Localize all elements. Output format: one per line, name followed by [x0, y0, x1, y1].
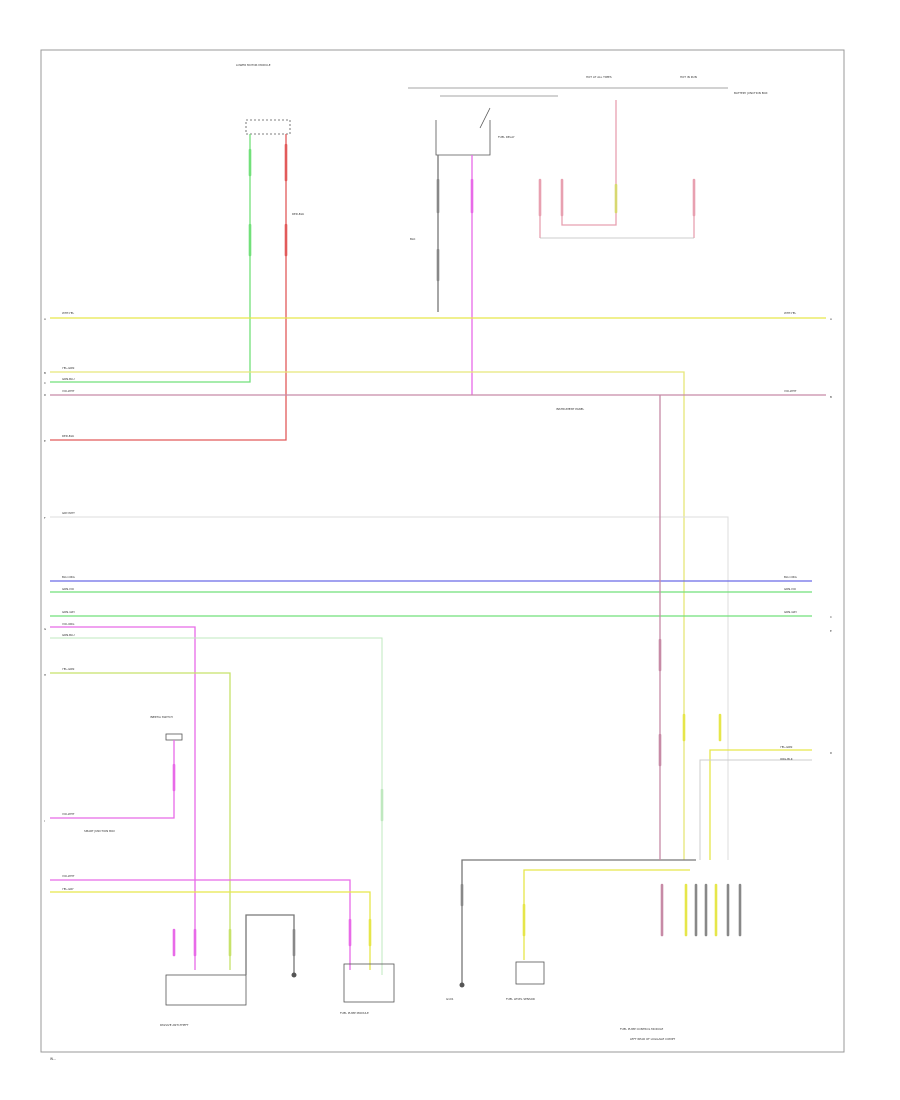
label-yel-grn-right: YEL-GRN [780, 745, 792, 749]
ground-symbol-g101 [459, 982, 465, 988]
wire-gray-g101 [461, 859, 696, 985]
hot-in-run-label: HOT IN RUN [680, 75, 697, 79]
ground-symbol-bl [291, 972, 297, 978]
label-grn-gry: GRN-GRY [62, 610, 75, 614]
hot-at-all-times-label: HOT AT ALL TIMES [586, 75, 612, 79]
wire-yellow-bottom [50, 891, 371, 970]
label-wht-yel-right: WHT-YEL [784, 311, 796, 315]
fuel-relay: FUEL RELAY [408, 87, 728, 156]
label-wht-yel-left: WHT-YEL [62, 311, 74, 315]
label-yel-grn: YEL-GRN [62, 366, 74, 370]
label-grn-gry-right: GRN-GRY [784, 610, 797, 614]
label-vio-wht: VIO-WHT [62, 389, 75, 393]
label-vio-wht-2: VIO-WHT [62, 812, 75, 816]
wire-yellow-sensor [523, 869, 690, 960]
wire-yellowgreen-bus [50, 371, 685, 860]
marker-left-a: A [44, 317, 46, 321]
marker-left-h: H [44, 673, 46, 677]
marker-left-e: E [44, 439, 46, 443]
passive-anti-theft-label: PASSIVE ANTI-THEFT [160, 1023, 189, 1027]
fuel-relay-label: FUEL RELAY [498, 135, 515, 139]
wire-lightgray-bus [50, 516, 729, 860]
marker-left-b: B [44, 371, 46, 375]
fuel-level-sensor-label: FUEL LEVEL SENSOR [506, 997, 535, 1001]
diagram-border [40, 49, 845, 1053]
label-vio-org: VIO-ORG [62, 622, 74, 626]
marker-left-f: F [44, 516, 46, 520]
fuel-pump-module-label: FUEL PUMP MODULE [340, 1011, 369, 1015]
battery-junction-box-label: BATTERY JUNCTION BOX [734, 91, 768, 95]
top-left-module: LOWER MOTOR MODULE [236, 63, 291, 135]
label-vio-wht-right: VIO-WHT [784, 389, 797, 393]
label-blu-org: BLU-ORG [62, 575, 75, 579]
marker-left-d: D [44, 393, 46, 397]
label-yel-grn-2: YEL-GRN [62, 667, 74, 671]
inertia-switch: INERTIA SWITCH [150, 715, 183, 741]
wire-gray-right-stub [699, 759, 812, 860]
marker-right-d: D [830, 751, 832, 755]
fuel-pump-control-module-label: FUEL PUMP CONTROL MODULE [620, 1027, 664, 1031]
wire-magenta-inertia [50, 740, 175, 819]
top-left-module-label: LOWER MOTOR MODULE [236, 63, 271, 67]
wire-magenta-left-down [50, 626, 196, 970]
label-blk-relay: BLK [410, 237, 415, 241]
fuel-level-sensor-box [515, 961, 545, 985]
label-vio-wht-3: VIO-WHT [62, 874, 75, 878]
fpcm-connector-pins [660, 883, 742, 937]
marker-left-c: C [44, 381, 46, 385]
label-red-blk: RED-BLK [292, 212, 304, 216]
inertia-switch-label: INERTIA SWITCH [150, 715, 173, 719]
page-code: W... [50, 1057, 56, 1061]
wire-yellowgreen-left-down [50, 672, 231, 970]
left-rear-luggage-label: LEFT REAR OF LUGGAGE COMPT [630, 1037, 675, 1041]
marker-right-b: B [830, 395, 832, 399]
label-grn-vio-right: GRN-VIO [784, 587, 797, 591]
label-grn-blu: GRN-BLU [62, 377, 75, 381]
label-grn-blu-2: GRN-BLU [62, 633, 75, 637]
fuel-pump-module: FUEL PUMP MODULE [340, 963, 395, 1015]
label-gry-wht: GRY-WHT [62, 511, 75, 515]
marker-right-c: C [830, 615, 832, 619]
marker-right-e: E [830, 629, 832, 633]
label-org-blk-right: ORG-BLK [780, 757, 793, 761]
marker-left-g: G [44, 627, 46, 631]
label-red-blk-left: RED-BLK [62, 434, 74, 438]
wire-magenta-bottom [50, 879, 351, 970]
wire-fuse-b [561, 100, 617, 226]
marker-right-a: A [830, 317, 832, 321]
wire-green-vertical-left [50, 134, 251, 383]
wire-lightgreen-fuel [50, 637, 383, 975]
passive-anti-theft-module: PASSIVE ANTI-THEFT [160, 974, 247, 1027]
smart-junction-box-label: SMART JUNCTION BOX [84, 829, 115, 833]
wire-yellow-right-stub [709, 749, 812, 860]
ground-g101-label: G101 [446, 997, 454, 1001]
label-blu-org-right: BLU-ORG [784, 575, 797, 579]
marker-left-i: I [44, 819, 45, 823]
label-grn-vio: GRN-VIO [62, 587, 75, 591]
label-yel-gry: YEL-GRY [62, 887, 74, 891]
instrument-panel-label: INSTRUMENT PANEL [556, 407, 585, 411]
wire-gray-bl [245, 914, 295, 975]
